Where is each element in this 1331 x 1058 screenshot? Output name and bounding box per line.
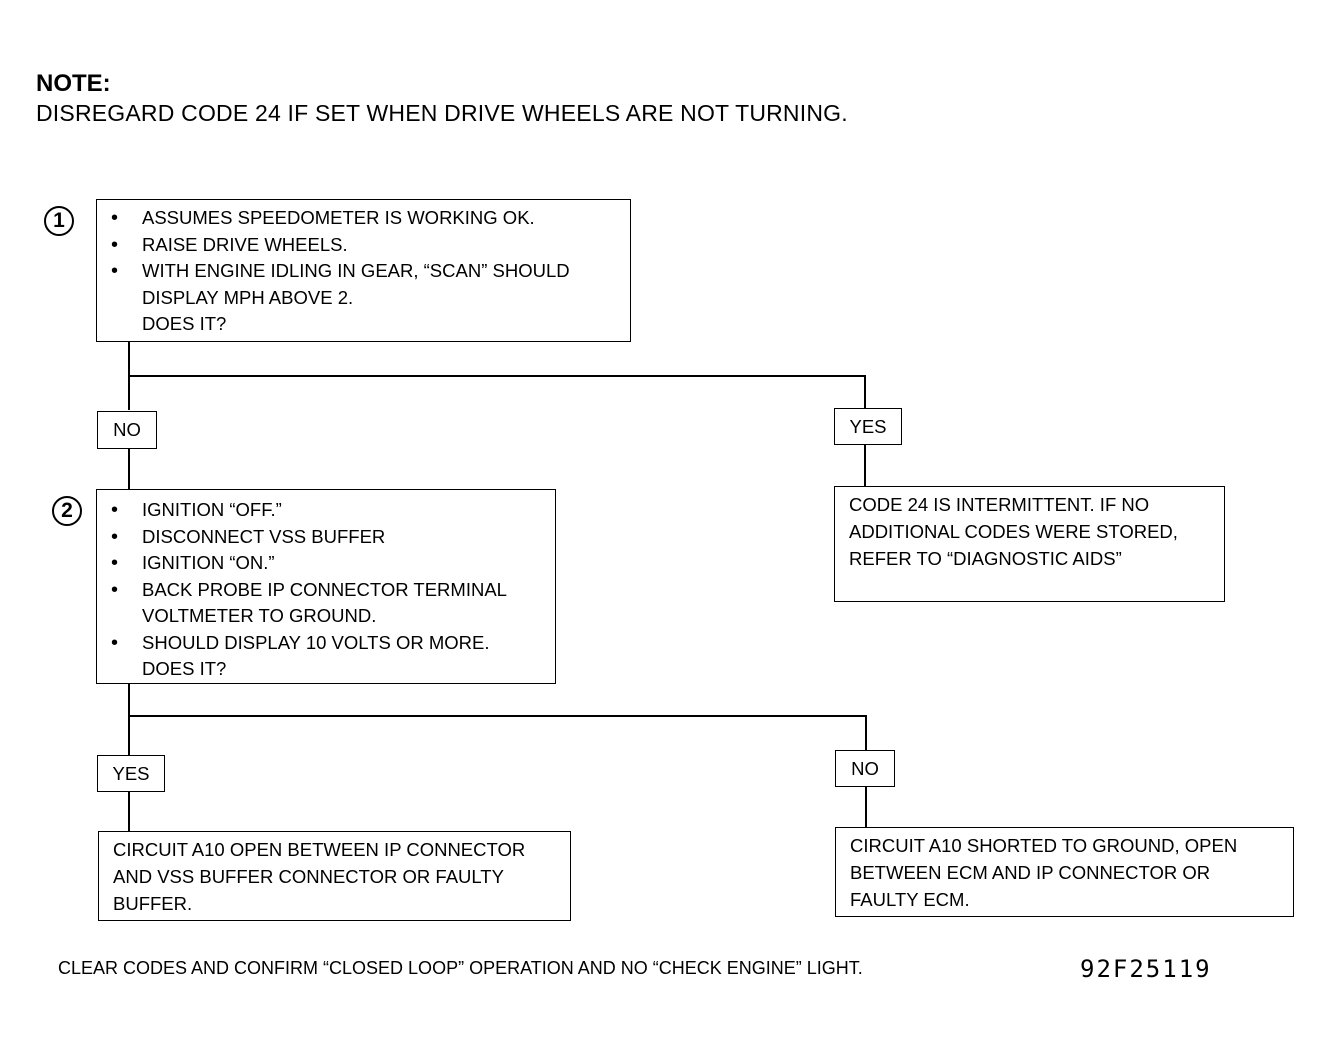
step-2-bullets: SHOULD DISPLAY 10 VOLTS OR MORE. xyxy=(97,630,555,657)
connector-line xyxy=(865,787,867,828)
connector-line xyxy=(865,715,867,751)
step-1-no-label: NO xyxy=(97,411,157,449)
connector-line xyxy=(128,792,130,832)
step-2-bullet: IGNITION “ON.” xyxy=(97,550,555,577)
step-2-yes-label: YES xyxy=(97,755,165,792)
note-title: NOTE: xyxy=(36,70,111,97)
step-1-bullet: RAISE DRIVE WHEELS. xyxy=(97,232,630,259)
step-1-question: DOES IT? xyxy=(142,313,227,334)
step-1-yes-result-box: CODE 24 IS INTERMITTENT. IF NO ADDITIONA… xyxy=(834,486,1225,602)
step-2-no-label: NO xyxy=(835,750,895,787)
connector-line xyxy=(128,715,867,717)
connector-line xyxy=(128,449,130,491)
step-2-bullet: SHOULD DISPLAY 10 VOLTS OR MORE. xyxy=(97,630,555,657)
step-2-bullet: BACK PROBE IP CONNECTOR TERMINAL xyxy=(97,577,555,604)
step-2-bullet: DISCONNECT VSS BUFFER xyxy=(97,524,555,551)
step-1-yes-result-text: CODE 24 IS INTERMITTENT. IF NO ADDITIONA… xyxy=(849,494,1178,569)
step-2-yes-result-text: CIRCUIT A10 OPEN BETWEEN IP CONNECTOR AN… xyxy=(113,839,526,914)
step-2-no-result-text: CIRCUIT A10 SHORTED TO GROUND, OPEN BETW… xyxy=(850,835,1238,910)
step-1-bullet: WITH ENGINE IDLING IN GEAR, “SCAN” SHOUL… xyxy=(97,258,630,285)
step-1-bullet: ASSUMES SPEEDOMETER IS WORKING OK. xyxy=(97,205,630,232)
connector-line xyxy=(864,375,866,408)
step-2-continuation: VOLTMETER TO GROUND. xyxy=(142,605,377,626)
step-2-bullets: IGNITION “OFF.” DISCONNECT VSS BUFFER IG… xyxy=(97,497,555,603)
connector-line xyxy=(864,445,866,487)
step-2-number: 2 xyxy=(52,496,82,526)
note-text: DISREGARD CODE 24 IF SET WHEN DRIVE WHEE… xyxy=(36,100,848,126)
step-1-continuation: DISPLAY MPH ABOVE 2. xyxy=(142,286,354,308)
step-2-question: DOES IT? xyxy=(142,658,227,679)
connector-line xyxy=(128,375,866,377)
step-2-no-result-box: CIRCUIT A10 SHORTED TO GROUND, OPEN BETW… xyxy=(835,827,1294,917)
step-2-box: IGNITION “OFF.” DISCONNECT VSS BUFFER IG… xyxy=(96,489,556,684)
step-1-yes-label: YES xyxy=(834,408,902,445)
step-2-bullet: IGNITION “OFF.” xyxy=(97,497,555,524)
step-1-bullets: ASSUMES SPEEDOMETER IS WORKING OK. RAISE… xyxy=(97,205,630,285)
figure-code: 92F25119 xyxy=(1080,955,1212,983)
step-1-number: 1 xyxy=(44,206,74,236)
footer-instruction: CLEAR CODES AND CONFIRM “CLOSED LOOP” OP… xyxy=(58,958,863,978)
connector-line xyxy=(128,684,130,756)
step-1-box: ASSUMES SPEEDOMETER IS WORKING OK. RAISE… xyxy=(96,199,631,342)
step-2-yes-result-box: CIRCUIT A10 OPEN BETWEEN IP CONNECTOR AN… xyxy=(98,831,571,921)
